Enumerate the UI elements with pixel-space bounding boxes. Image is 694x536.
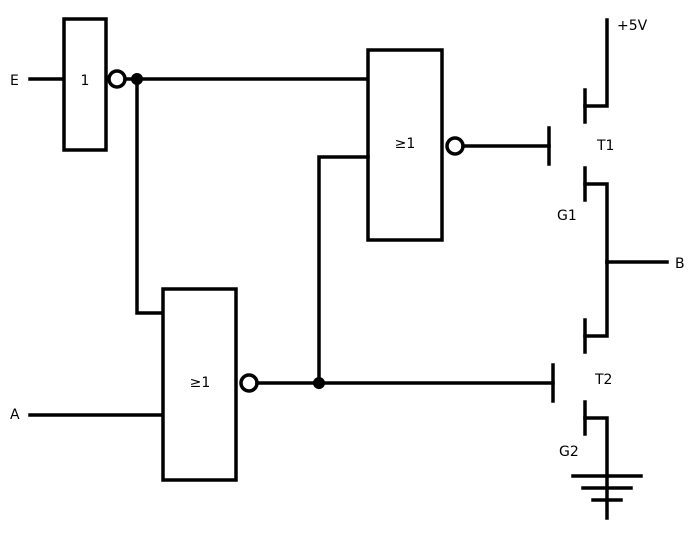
t1-label: T1: [596, 138, 614, 154]
wire-nor-bottom-to-nor-top: [317, 155, 370, 385]
not-gate-label: 1: [81, 73, 90, 89]
supply-label: +5V: [617, 18, 648, 34]
nor-gate-top-label: ≥1: [395, 136, 416, 152]
nor-gate-bottom-inversion-bubble: [239, 373, 259, 393]
t2-source-lead: [583, 416, 609, 478]
output-b-label: B: [675, 256, 685, 272]
nor-gate-top-inversion-bubble: [445, 136, 465, 156]
nor-gate-top: [366, 48, 444, 242]
g2-label: G2: [559, 444, 579, 460]
t1-drain-lead: [583, 18, 609, 108]
input-e-label: E: [10, 73, 19, 89]
g1-label: G1: [557, 208, 577, 224]
nor-gate-bottom: [161, 287, 238, 482]
not-gate: [62, 17, 108, 152]
wire-not-to-nor-bottom: [135, 77, 165, 315]
not-gate-inversion-bubble: [107, 69, 127, 89]
t2-drain-lead: [583, 260, 609, 338]
nor-gate-bottom-label: ≥1: [190, 375, 211, 391]
input-a-label: A: [10, 407, 20, 423]
t1-source-lead: [583, 182, 609, 264]
t2-label: T2: [594, 372, 612, 388]
